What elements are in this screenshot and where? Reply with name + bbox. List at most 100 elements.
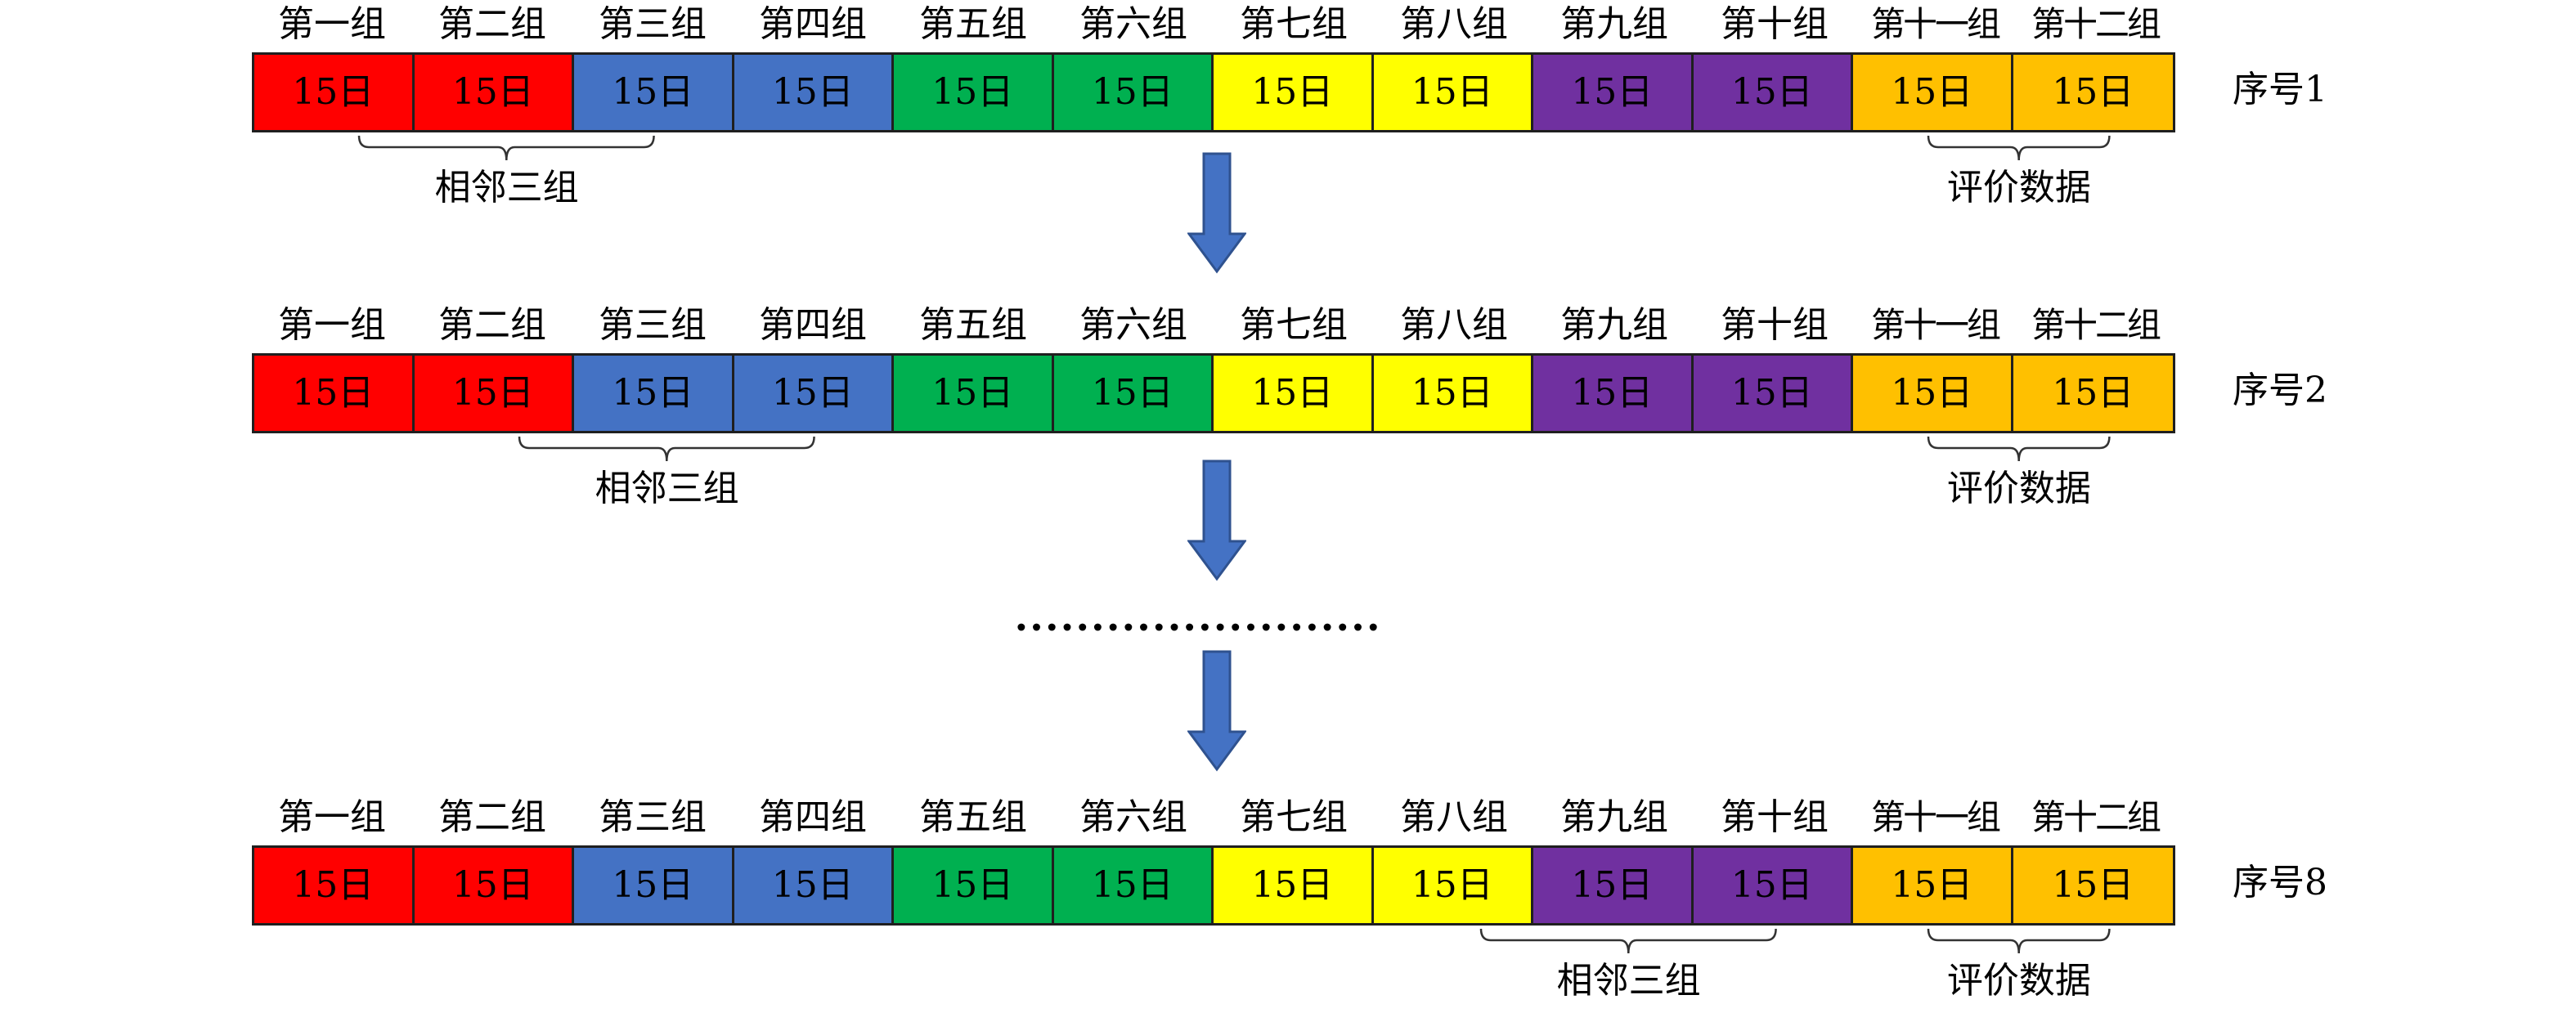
- group-label: 第十组: [1721, 3, 1829, 45]
- group-label: 第十组: [1721, 304, 1829, 346]
- data-cell: 15日: [414, 55, 574, 130]
- down-arrow-icon: [1187, 152, 1246, 274]
- evaluation-data-label: 评价数据: [1946, 468, 2091, 509]
- evaluation-data-label: 评价数据: [1946, 960, 2091, 1002]
- data-cell: 15日: [414, 848, 574, 923]
- adjacent-groups-brace: [518, 436, 816, 462]
- group-label-row: 第一组第二组第三组第四组第五组第六组第七组第八组第九组第十组第十一组第十二组: [252, 0, 2175, 49]
- data-cell: 15日: [1053, 848, 1214, 923]
- data-cell: 15日: [1053, 356, 1214, 431]
- group-label: 第六组: [1079, 304, 1187, 346]
- data-cell: 15日: [1693, 848, 1853, 923]
- evaluation-data-brace: [1927, 135, 2111, 161]
- adjacent-groups-label: 相邻三组: [1556, 960, 1701, 1002]
- data-cell: 15日: [1373, 848, 1533, 923]
- data-cell: 15日: [734, 356, 894, 431]
- data-cell: 15日: [1053, 55, 1214, 130]
- data-cell: 15日: [894, 55, 1054, 130]
- group-label: 第八组: [1400, 796, 1508, 838]
- data-cell: 15日: [1693, 356, 1853, 431]
- group-label: 第四组: [759, 3, 867, 45]
- group-label: 第六组: [1079, 796, 1187, 838]
- evaluation-data-brace: [1927, 928, 2111, 954]
- data-cell: 15日: [1853, 848, 2013, 923]
- group-label: 第二组: [438, 796, 546, 838]
- group-label: 第十一组: [1870, 4, 2001, 44]
- data-cell: 15日: [1373, 356, 1533, 431]
- data-cell: 15日: [1533, 55, 1694, 130]
- group-label: 第十二组: [2031, 4, 2161, 44]
- data-cell: 15日: [254, 848, 415, 923]
- group-label: 第十一组: [1870, 797, 2001, 837]
- data-cell: 15日: [894, 848, 1054, 923]
- data-cell: 15日: [1853, 55, 2013, 130]
- group-label: 第二组: [438, 3, 546, 45]
- evaluation-data-label: 评价数据: [1946, 167, 2091, 208]
- group-label: 第一组: [278, 3, 386, 45]
- data-cell: 15日: [1373, 55, 1533, 130]
- group-label: 第八组: [1400, 304, 1508, 346]
- group-label: 第十组: [1721, 796, 1829, 838]
- group-label: 第十二组: [2031, 305, 2161, 345]
- group-label: 第九组: [1560, 3, 1668, 45]
- sequence-number-label: 序号1: [2233, 69, 2327, 110]
- group-label: 第七组: [1240, 796, 1348, 838]
- data-cell: 15日: [734, 848, 894, 923]
- group-label: 第三组: [599, 796, 707, 838]
- data-cell: 15日: [1533, 848, 1694, 923]
- group-label: 第三组: [599, 304, 707, 346]
- group-label-row: 第一组第二组第三组第四组第五组第六组第七组第八组第九组第十组第十一组第十二组: [252, 793, 2175, 842]
- data-cell: 15日: [2013, 848, 2173, 923]
- evaluation-data-brace-path: [1927, 436, 2111, 462]
- group-label-row: 第一组第二组第三组第四组第五组第六组第七组第八组第九组第十组第十一组第十二组: [252, 301, 2175, 350]
- data-cell: 15日: [734, 55, 894, 130]
- group-label: 第八组: [1400, 3, 1508, 45]
- data-cell: 15日: [2013, 55, 2173, 130]
- group-label: 第二组: [438, 304, 546, 346]
- data-cell: 15日: [414, 356, 574, 431]
- sequence-number-label: 序号2: [2233, 370, 2327, 411]
- group-label: 第七组: [1240, 3, 1348, 45]
- data-cell: 15日: [574, 356, 734, 431]
- down-arrow-shape: [1187, 650, 1246, 772]
- group-label: 第五组: [919, 796, 1027, 838]
- group-label: 第一组: [278, 304, 386, 346]
- group-label: 第四组: [759, 304, 867, 346]
- down-arrow-shape: [1187, 152, 1246, 274]
- data-cell: 15日: [1853, 356, 2013, 431]
- group-label: 第七组: [1240, 304, 1348, 346]
- adjacent-groups-brace: [358, 135, 656, 161]
- group-label: 第五组: [919, 3, 1027, 45]
- data-cell: 15日: [574, 848, 734, 923]
- adjacent-groups-brace-path: [518, 436, 816, 462]
- ellipsis-dots: ........................: [1014, 594, 1382, 640]
- down-arrow-icon: [1187, 459, 1246, 581]
- evaluation-data-brace: [1927, 436, 2111, 462]
- data-cell: 15日: [1214, 356, 1374, 431]
- group-label: 第三组: [599, 3, 707, 45]
- data-cell: 15日: [1214, 848, 1374, 923]
- data-cell: 15日: [574, 55, 734, 130]
- data-cell: 15日: [894, 356, 1054, 431]
- adjacent-groups-label: 相邻三组: [434, 167, 579, 208]
- group-label: 第九组: [1560, 304, 1668, 346]
- data-cell: 15日: [1693, 55, 1853, 130]
- adjacent-groups-brace-path: [1480, 928, 1778, 954]
- adjacent-groups-brace-path: [358, 135, 656, 161]
- data-cell: 15日: [254, 55, 415, 130]
- adjacent-groups-brace: [1480, 928, 1778, 954]
- data-cell: 15日: [2013, 356, 2173, 431]
- group-label: 第一组: [278, 796, 386, 838]
- down-arrow-shape: [1187, 459, 1246, 581]
- evaluation-data-brace-path: [1927, 928, 2111, 954]
- group-label: 第九组: [1560, 796, 1668, 838]
- down-arrow-icon: [1187, 650, 1246, 772]
- group-label: 第五组: [919, 304, 1027, 346]
- group-label: 第四组: [759, 796, 867, 838]
